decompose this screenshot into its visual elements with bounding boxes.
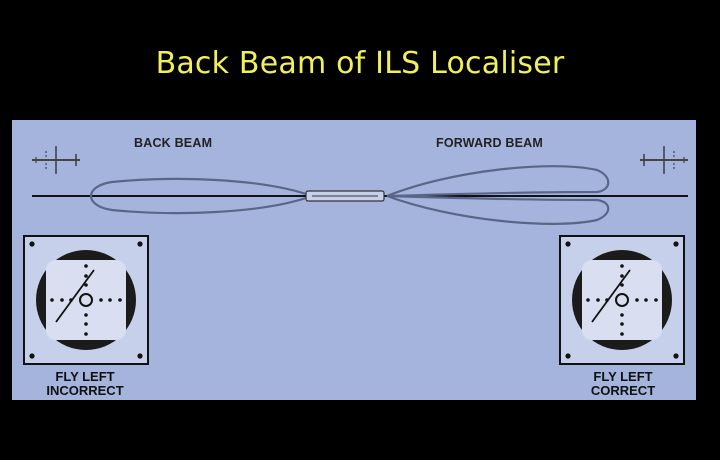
right-indicator-caption: FLY LEFT CORRECT (568, 370, 678, 398)
back-beam-lobe (90, 177, 316, 215)
aircraft-icon (640, 146, 688, 174)
right-caption-line1: FLY LEFT (593, 369, 653, 384)
back-beam-label: BACK BEAM (134, 136, 213, 150)
left-caption-line1: FLY LEFT (55, 369, 115, 384)
forward-beam-lower-lobe (386, 194, 610, 225)
left-indicator-caption: FLY LEFT INCORRECT (30, 370, 140, 398)
diagram-panel: BACK BEAM FORWARD BEAM FLY LEFT INCORREC… (12, 120, 696, 400)
forward-beam-label: FORWARD BEAM (436, 136, 544, 150)
aircraft-icon (32, 146, 80, 174)
left-caption-line2: INCORRECT (46, 383, 124, 398)
right-caption-line2: CORRECT (590, 383, 656, 398)
localiser-diagram (23, 146, 688, 365)
forward-beam-upper-lobe (386, 165, 610, 198)
slide-title: Back Beam of ILS Localiser (155, 46, 565, 81)
course-deviation-indicator-icon (23, 235, 149, 365)
course-deviation-indicator-icon (559, 235, 685, 365)
localiser-antenna-icon (305, 190, 385, 202)
